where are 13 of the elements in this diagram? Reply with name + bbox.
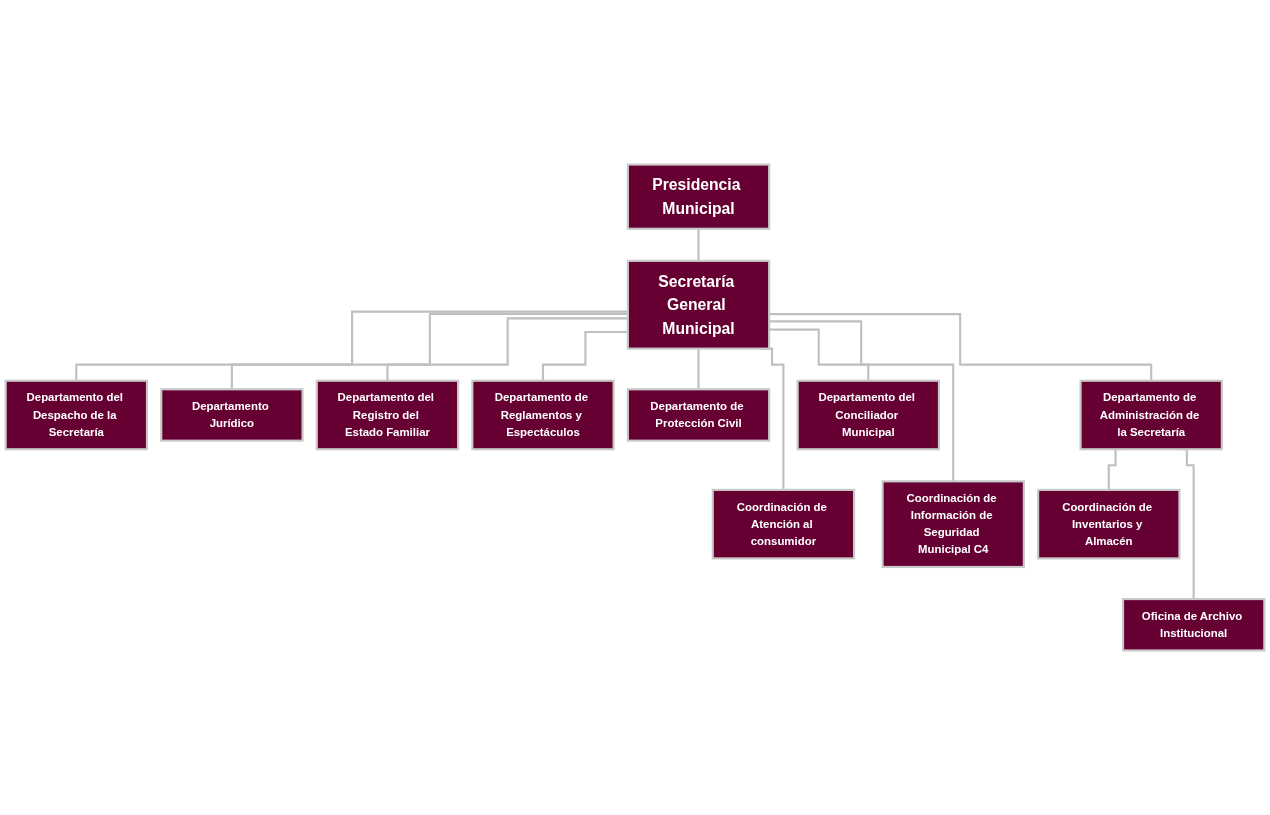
node-box: Departamento Jurídico [160, 388, 304, 442]
node-box: Oficina de Archivo Institucional [1121, 598, 1266, 652]
node-box: Departamento del Conciliador Municipal [796, 379, 940, 451]
node-box: Coordinación de Inventarios y Almacén [1037, 488, 1181, 560]
node-box: Presidencia Municipal [626, 163, 771, 230]
node-box: Coordinación de Atención al consumidor [711, 488, 856, 560]
node-box: Departamento de Administración de la Secretaría [1079, 379, 1223, 451]
node-box: Departamento del Registro del Estado Familiar [315, 379, 460, 451]
node-box: Departamento del Despacho de la Secretaría [4, 379, 149, 451]
node-box: Departamento de Reglamentos y Espectáculos [471, 379, 615, 451]
node-box: Coordinación de Información de Seguridad Municipal C4 [881, 480, 1025, 569]
node-box: Secretaría General Municipal [626, 259, 771, 350]
node-box: Departamento de Protección Civil [626, 388, 771, 442]
